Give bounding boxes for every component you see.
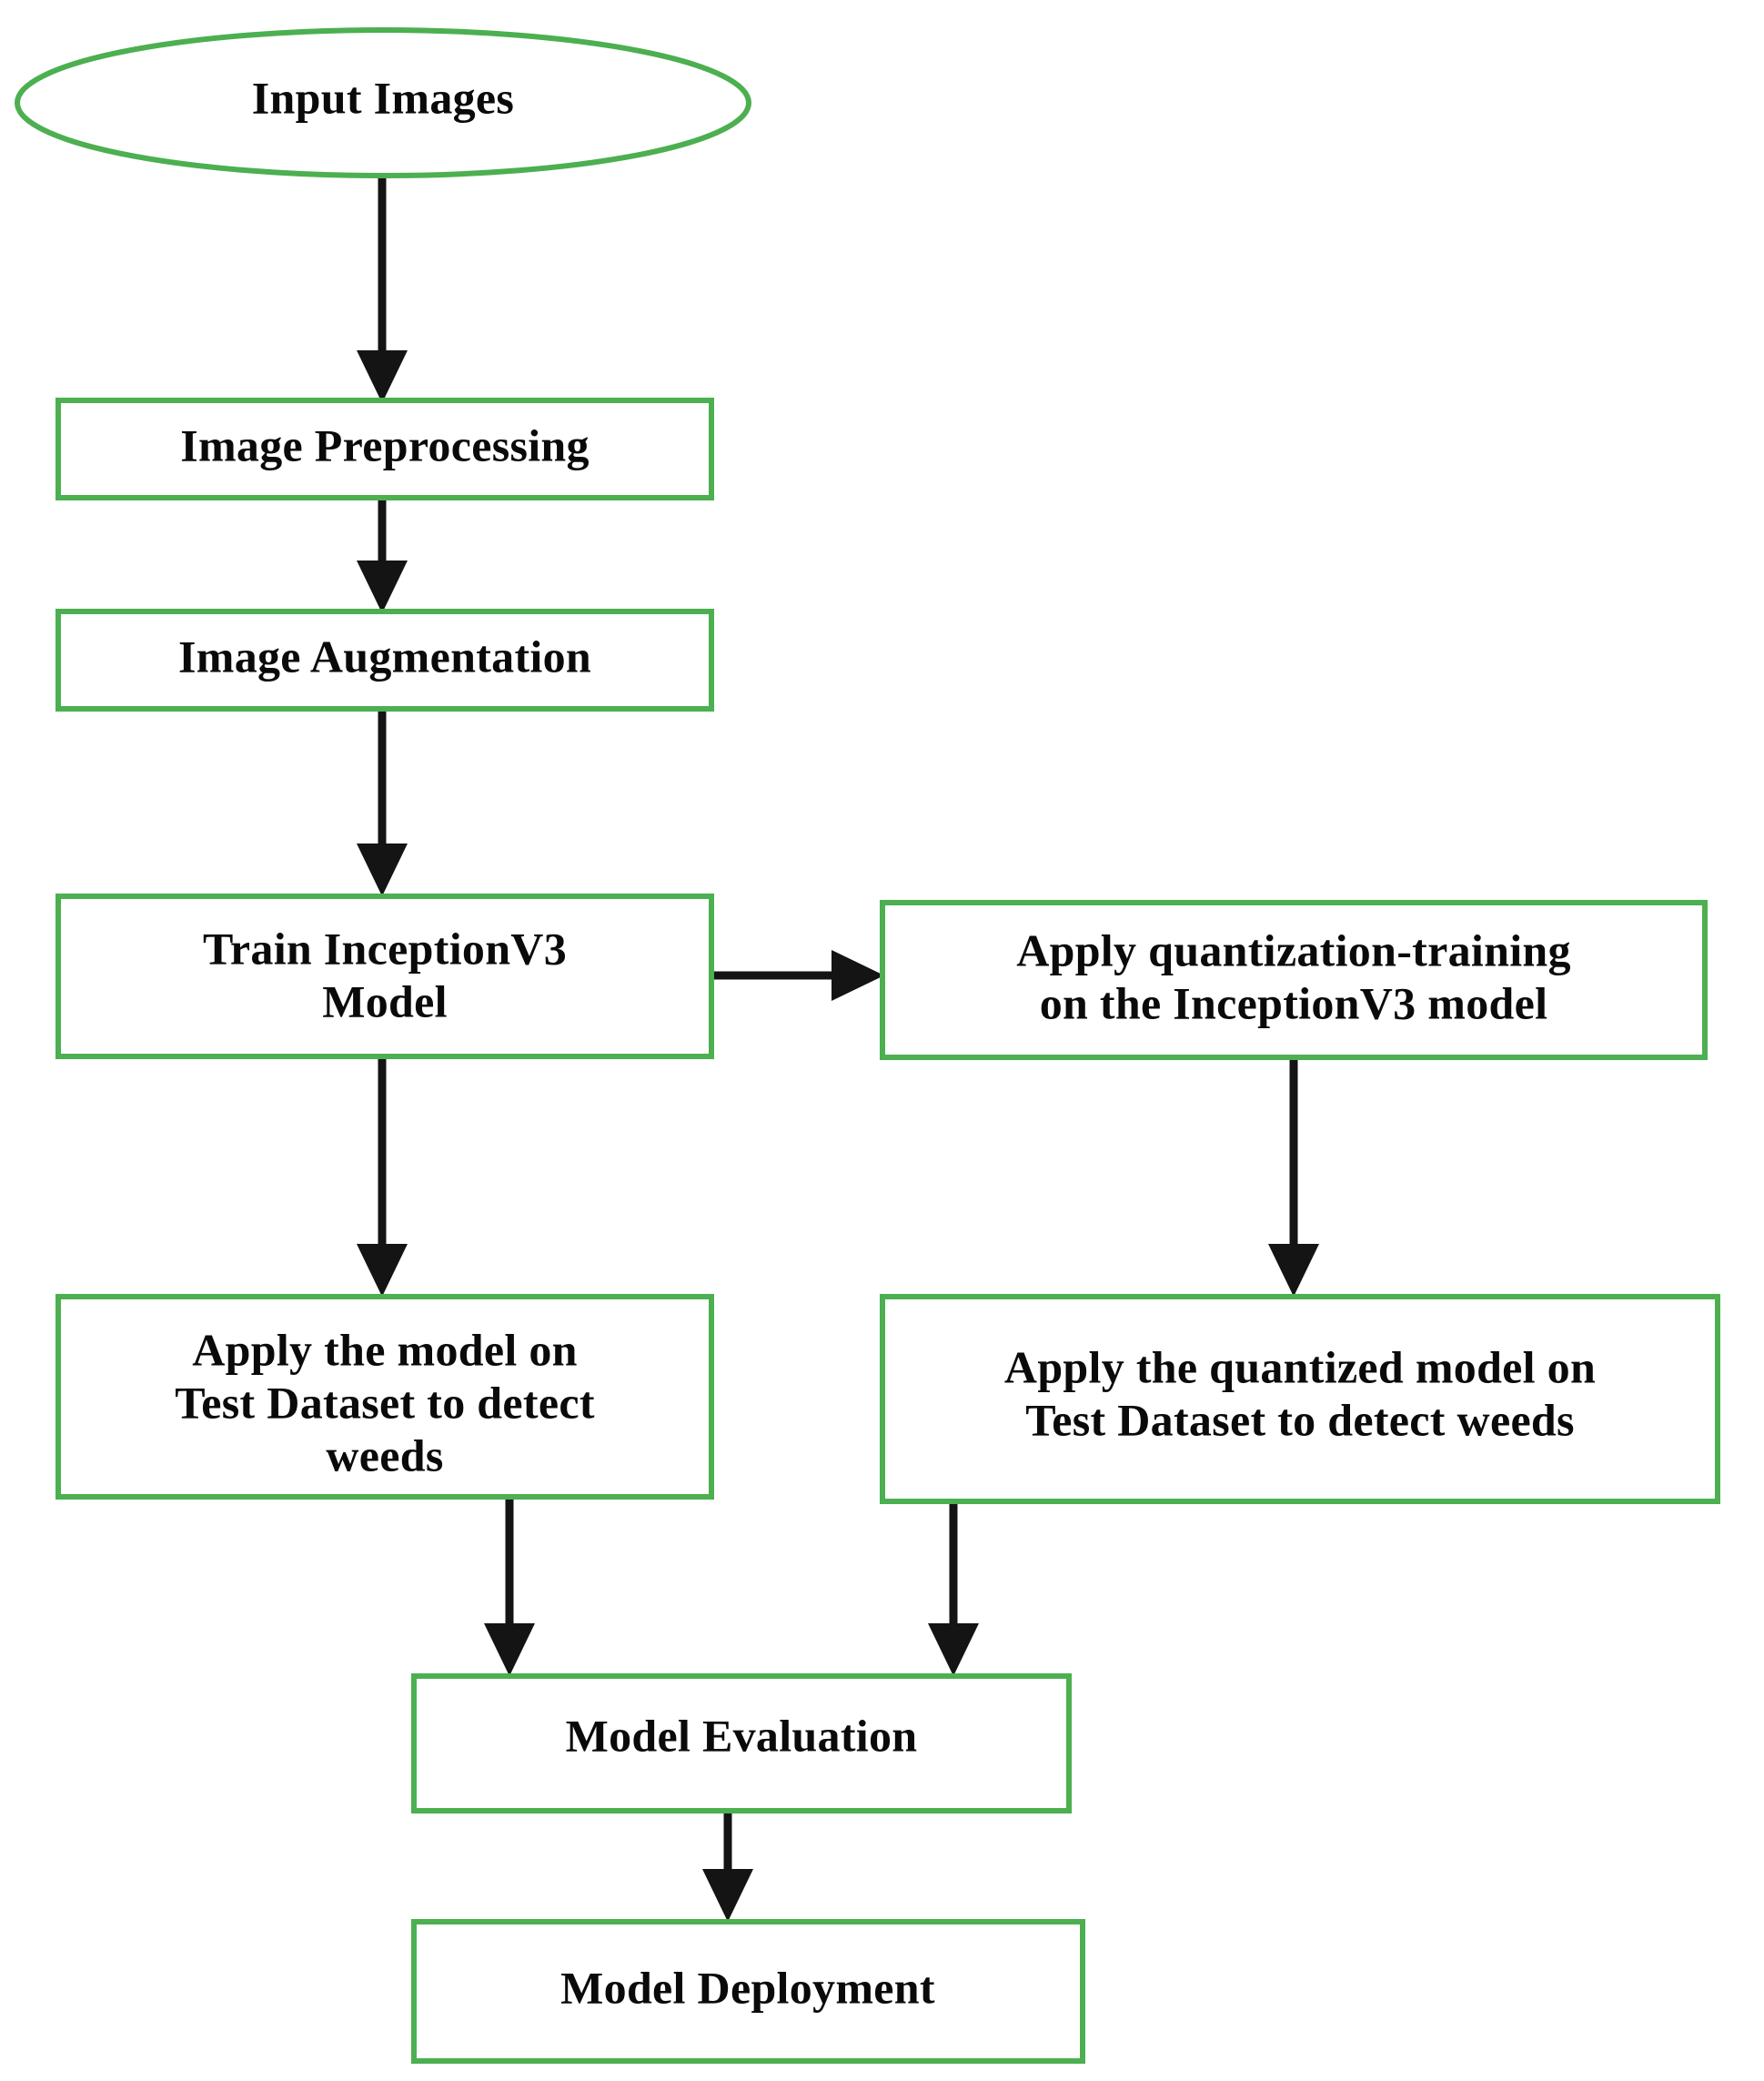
node-label-image-augmentation: Image Augmentation	[178, 631, 591, 682]
edge-apply-model-to-evaluation	[484, 1497, 535, 1676]
node-label-apply-quant-line2: Test Dataset to detect weeds	[1025, 1394, 1575, 1445]
node-apply-quantized-model-test-dataset[interactable]: Apply the quantized model on Test Datase…	[880, 1294, 1720, 1504]
node-label-quant-line1: Apply quantization-training	[1016, 924, 1571, 975]
node-label-model-evaluation: Model Evaluation	[566, 1710, 918, 1761]
edge-preprocessing-to-augmentation	[357, 496, 408, 613]
node-label-model-deployment: Model Deployment	[560, 1962, 935, 2013]
node-label-quant-line2: on the InceptionV3 model	[1040, 977, 1548, 1028]
edge-train-to-apply-model	[357, 1056, 408, 1297]
node-apply-quantization-training[interactable]: Apply quantization-training on the Incep…	[880, 900, 1708, 1060]
node-model-deployment[interactable]: Model Deployment	[411, 1919, 1085, 2064]
node-label-train-line2: Model	[322, 975, 448, 1026]
node-label-train-line1: Train InceptionV3	[203, 923, 567, 974]
node-image-augmentation[interactable]: Image Augmentation	[55, 609, 714, 712]
node-label-apply-model-line2: Test Dataset to detect	[175, 1377, 595, 1428]
edge-input-to-preprocessing	[357, 176, 408, 403]
edge-augmentation-to-train	[357, 706, 408, 896]
node-input-images[interactable]: Input Images	[15, 27, 751, 178]
node-label-apply-quant-line1: Apply the quantized model on	[1004, 1341, 1596, 1392]
node-train-inceptionv3-model[interactable]: Train InceptionV3 Model	[55, 894, 714, 1059]
edge-quantization-to-apply-quantized	[1268, 1057, 1319, 1297]
edge-apply-quantized-to-evaluation	[928, 1501, 979, 1676]
node-label-input-images: Input Images	[252, 72, 514, 123]
node-apply-model-test-dataset[interactable]: Apply the model on Test Dataset to detec…	[55, 1294, 714, 1500]
node-label-apply-model-line3: weeds	[326, 1429, 443, 1480]
node-label-image-preprocessing: Image Preprocessing	[180, 419, 590, 470]
edge-evaluation-to-deployment	[702, 1811, 753, 1922]
node-model-evaluation[interactable]: Model Evaluation	[411, 1673, 1072, 1813]
edge-train-to-quantization	[711, 950, 884, 1001]
node-label-apply-model-line1: Apply the model on	[192, 1324, 578, 1375]
node-image-preprocessing[interactable]: Image Preprocessing	[55, 398, 714, 500]
